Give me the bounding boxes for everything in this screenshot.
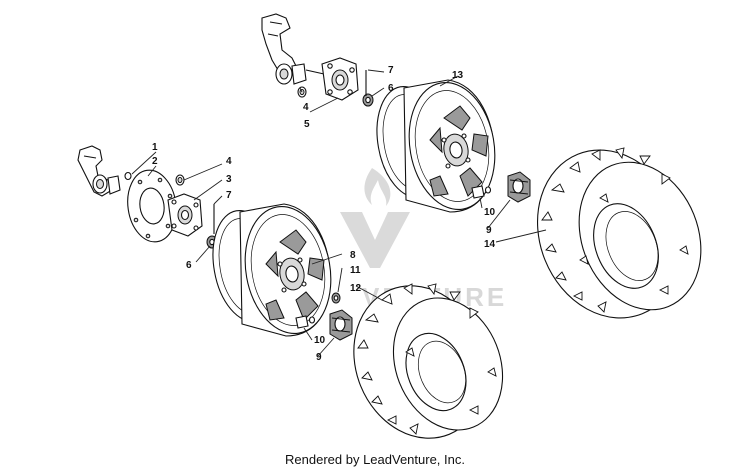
callout-13: 13 — [452, 70, 464, 81]
callout-8: 8 — [350, 250, 356, 261]
lower-stud — [175, 174, 185, 186]
callout-10-front: 10 — [314, 335, 326, 346]
callout-12: 12 — [350, 283, 362, 294]
front-valve-stem — [295, 315, 316, 329]
leader-lines — [131, 69, 547, 357]
brake-disc — [127, 169, 177, 243]
callout-10-rear: 10 — [484, 207, 496, 218]
upper-knuckle — [261, 13, 325, 85]
front-tire-tread — [357, 283, 497, 435]
upper-lug-nut — [362, 93, 374, 107]
callout-2: 2 — [152, 156, 158, 167]
callout-11: 11 — [350, 265, 361, 276]
rear-tire — [536, 147, 702, 319]
callout-4-upper: 4 — [303, 102, 309, 113]
rear-valve-stem — [471, 185, 492, 199]
lower-hub — [167, 193, 203, 237]
rear-tire-tread — [541, 147, 689, 313]
lower-knuckle — [77, 145, 132, 197]
callout-5: 5 — [304, 119, 310, 130]
rear-hub-cap — [507, 171, 531, 203]
callout-3: 3 — [226, 174, 232, 185]
front-tire — [353, 283, 504, 439]
upper-hub — [321, 57, 359, 101]
callout-6-upper: 6 — [388, 83, 394, 94]
wheel-lug-nut — [331, 292, 341, 304]
callout-9-front: 9 — [316, 352, 322, 363]
front-rim — [212, 203, 332, 337]
rendered-by-footer: Rendered by LeadVenture, Inc. — [285, 452, 465, 467]
front-hub-cap — [329, 309, 353, 341]
callout-7-upper: 7 — [388, 65, 394, 76]
callout-9-rear: 9 — [486, 225, 492, 236]
callout-labels: 1 2 3 4 4 5 6 6 7 7 8 9 9 10 10 11 12 13… — [152, 65, 496, 363]
callout-1: 1 — [152, 142, 158, 153]
callout-14: 14 — [484, 239, 496, 250]
callout-6-left: 6 — [186, 260, 192, 271]
rear-rim — [376, 79, 496, 213]
callout-4-left: 4 — [226, 156, 232, 167]
callout-7-left: 7 — [226, 190, 232, 201]
